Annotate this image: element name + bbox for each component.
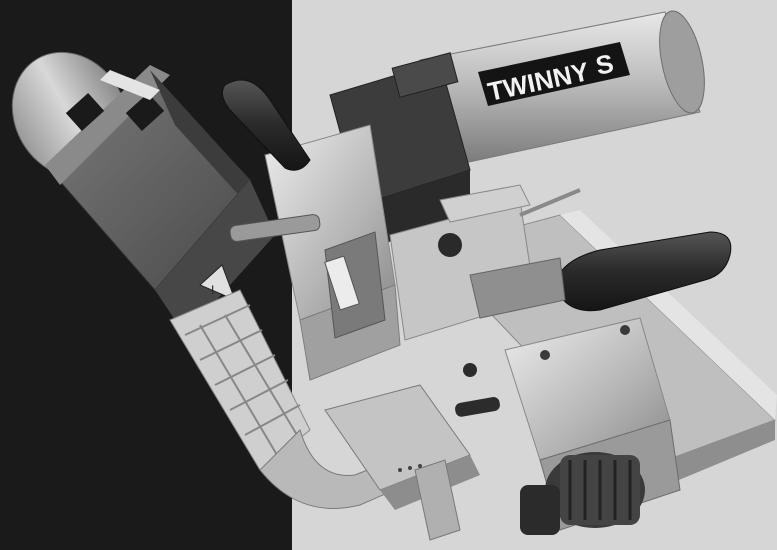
- brand-label-plate: [478, 42, 630, 106]
- hot-air-blower: !: [11, 51, 275, 335]
- axle-rod: [229, 214, 321, 242]
- lever-arm: [438, 184, 581, 257]
- brand-suffix: S: [593, 48, 616, 81]
- switch-icon: [65, 93, 105, 131]
- side-handle: [469, 231, 732, 319]
- top-handle: [221, 79, 311, 171]
- bolts: [455, 325, 630, 417]
- welding-nozzle: [324, 384, 480, 541]
- warning-triangle-icon: [199, 264, 236, 301]
- warning-mark: !: [211, 283, 214, 297]
- motor-cylinder: TWINNY S: [419, 10, 705, 166]
- knurled-roller: [560, 455, 640, 525]
